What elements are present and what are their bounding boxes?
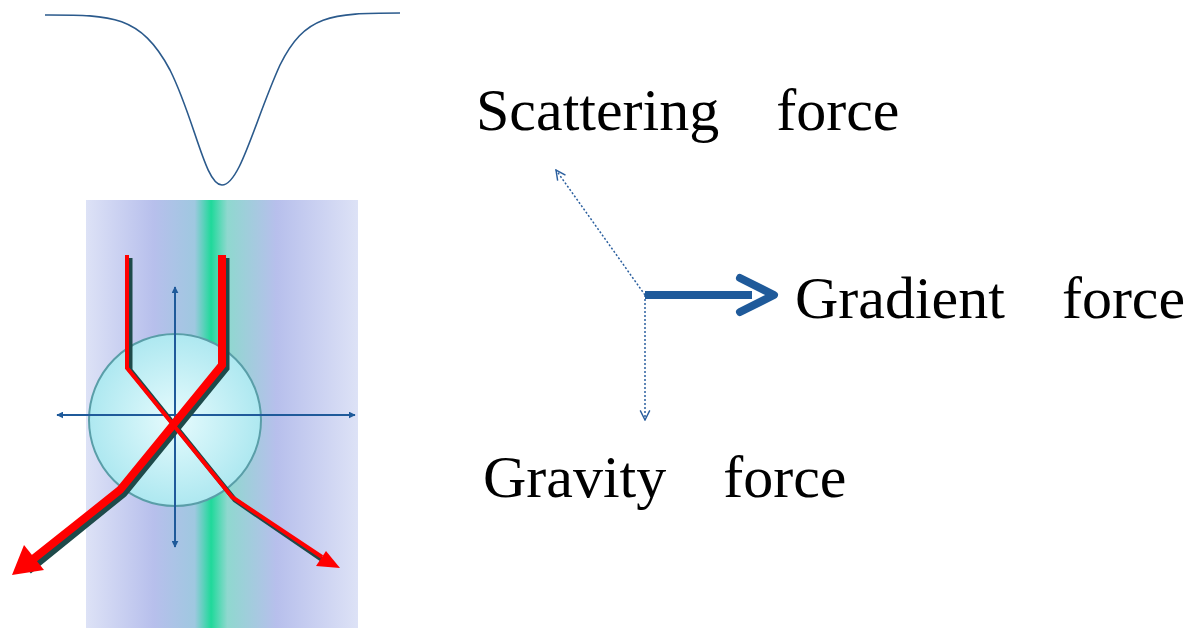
- gradient-arrowhead: [740, 278, 774, 312]
- gradient-vector: [645, 291, 752, 299]
- ray-arrowhead: [12, 545, 44, 575]
- force-label: Gravity force: [483, 447, 847, 507]
- intensity-profile: [45, 13, 400, 185]
- gravity-vector: [644, 295, 646, 420]
- scattering-vector: [556, 170, 645, 295]
- force-label: Gradient force: [795, 268, 1185, 328]
- strong-ray: [32, 255, 222, 560]
- ray-arrowhead: [316, 551, 340, 568]
- horizontal-axis: [57, 414, 355, 416]
- force-label: Scattering force: [476, 80, 899, 140]
